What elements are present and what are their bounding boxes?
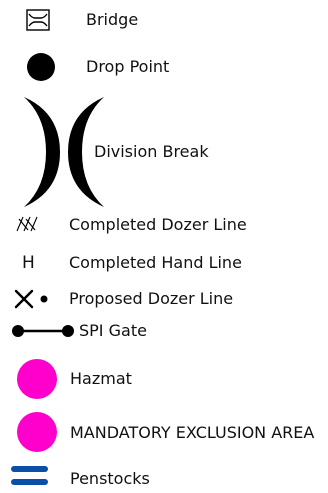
bridge-icon xyxy=(26,9,50,31)
legend-label-bridge: Bridge xyxy=(86,10,139,29)
hazmat-icon xyxy=(17,359,57,399)
penstocks-icon xyxy=(11,466,48,485)
mandatory-exclusion-area-icon xyxy=(17,412,57,452)
proposed-dozer-line-icon xyxy=(14,289,48,309)
legend-label-hazmat: Hazmat xyxy=(70,369,132,388)
completed-dozer-line-icon xyxy=(16,216,38,232)
legend-label-completed-hand-line: Completed Hand Line xyxy=(69,253,242,272)
division-break-icon xyxy=(24,97,104,207)
spi-gate-icon xyxy=(12,325,74,337)
legend-label-drop-point: Drop Point xyxy=(86,57,170,76)
drop-point-icon xyxy=(27,53,55,81)
legend-label-penstocks: Penstocks xyxy=(70,469,150,488)
legend-label-division-break: Division Break xyxy=(94,142,209,161)
completed-hand-line-icon: H xyxy=(22,253,35,273)
legend-label-spi-gate: SPI Gate xyxy=(79,321,147,340)
legend-label-mandatory-exclusion-area: MANDATORY EXCLUSION AREA xyxy=(70,423,315,442)
legend-label-completed-dozer-line: Completed Dozer Line xyxy=(69,215,247,234)
legend-label-proposed-dozer-line: Proposed Dozer Line xyxy=(69,289,234,308)
